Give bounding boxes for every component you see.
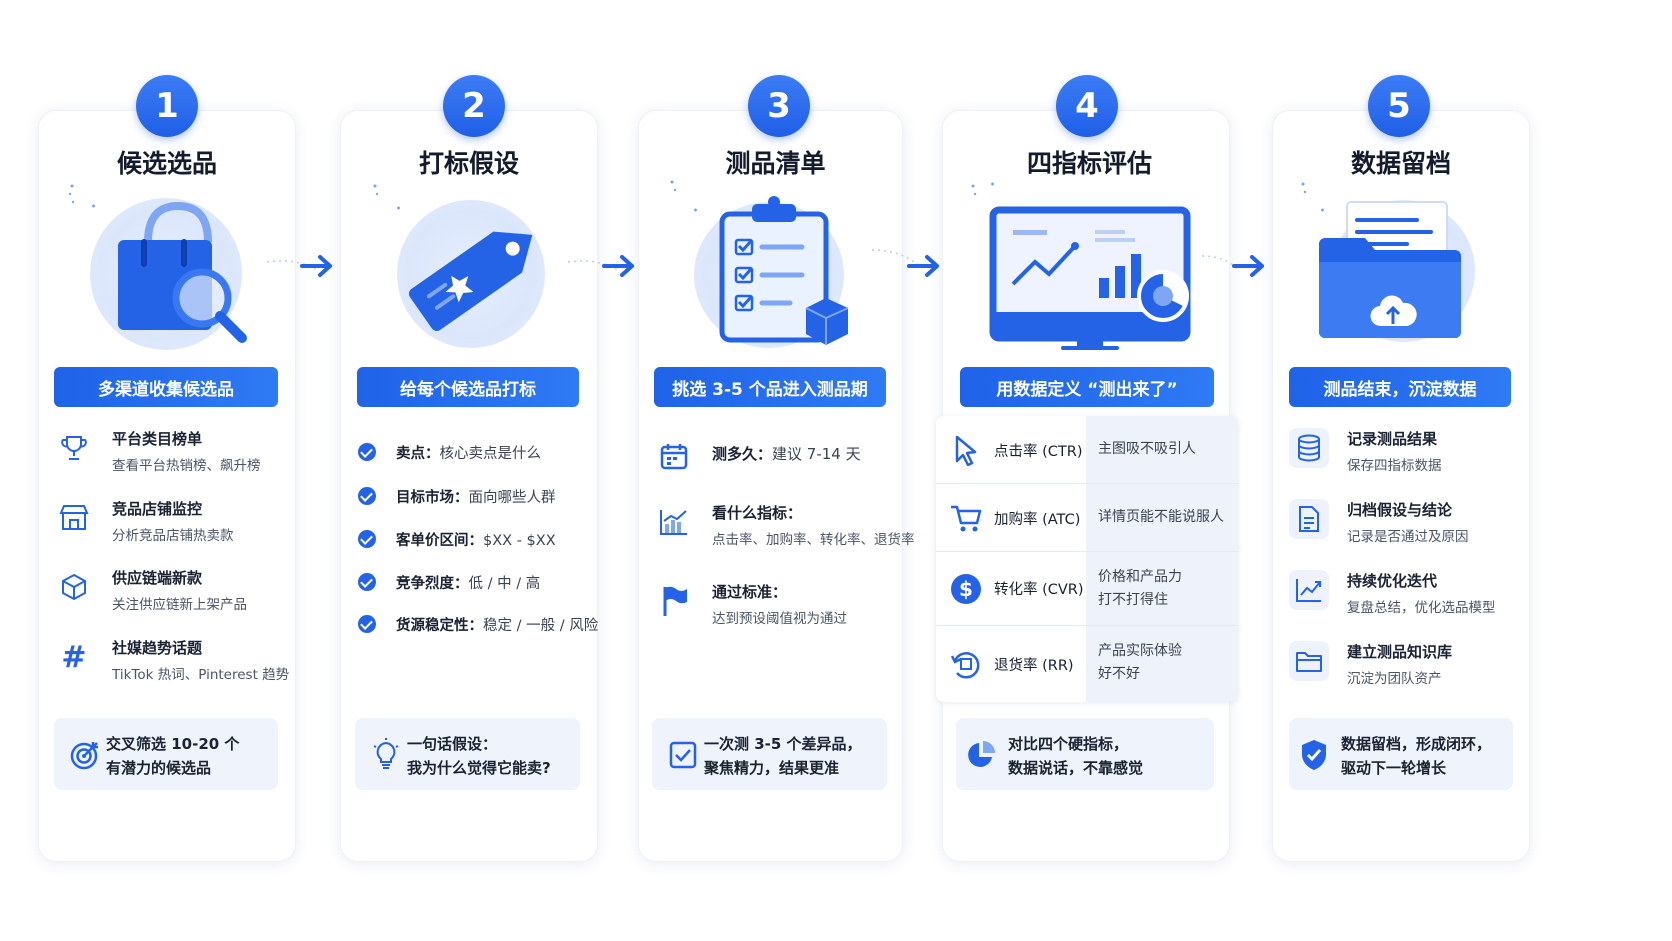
flow-arrow-2 (602, 255, 634, 277)
metrics-table: 点击率 (CTR) 主图吸不吸引人 加购率 (ATC) 详情页能不能说服人 $转… (936, 416, 1238, 702)
step-banner-1: 多渠道收集候选品 (54, 367, 278, 407)
check-circle-icon (358, 615, 376, 633)
target-icon (66, 736, 104, 774)
step-footer-2: 一句话假设：我为什么觉得它能卖? (355, 718, 580, 790)
cart-icon (946, 498, 986, 538)
document-icon (1289, 499, 1329, 539)
step-title-4: 四指标评估 (1026, 149, 1152, 178)
check-item: 客单价区间：$XX - $XX (358, 528, 598, 552)
check-circle-icon (358, 530, 376, 548)
step-title-5: 数据留档 (1350, 149, 1451, 178)
step-footer-4: 对比四个硬指标，数据说话，不靠感觉 (956, 718, 1214, 790)
step-number-badge-2: 2 (443, 75, 505, 137)
box-icon (54, 567, 94, 607)
step-number-badge-4: 4 (1056, 75, 1118, 137)
return-icon (946, 644, 986, 684)
shopping-bag-search-illustration (60, 180, 280, 350)
clipboard-checklist-illustration (660, 180, 880, 350)
step-footer-5: 数据留档，形成闭环，驱动下一轮增长 (1289, 718, 1513, 790)
pie-icon (962, 736, 1000, 774)
step-number-badge-5: 5 (1368, 75, 1430, 137)
checkbox-icon (664, 736, 702, 774)
step-footer-3: 一次测 3-5 个差异品，聚焦精力，结果更准 (652, 718, 887, 790)
check-item: 卖点：核心卖点是什么 (358, 441, 598, 465)
check-circle-icon (358, 443, 376, 461)
shield-check-icon (1295, 736, 1333, 774)
dollar-icon: $ (946, 569, 986, 609)
check-item: 目标市场：面向哪些人群 (358, 485, 598, 509)
monitor-chart-illustration (965, 180, 1205, 350)
check-item: 竞争烈度：低 / 中 / 高 (358, 571, 598, 595)
check-circle-icon (358, 573, 376, 591)
flow-arrow-4 (1232, 255, 1264, 277)
chart-icon (654, 502, 694, 542)
table-row: 加购率 (ATC) 详情页能不能说服人 (936, 484, 1238, 552)
cloud-folder-illustration (1295, 180, 1515, 350)
step-title-2: 打标假设 (418, 149, 519, 178)
price-tag-illustration (365, 180, 585, 350)
trophy-icon (54, 428, 94, 468)
test-plan-list: 测多久：建议 7-14 天 看什么指标： 点击率、加购率、转化率、退货率 通过标… (654, 436, 915, 636)
cursor-icon (946, 430, 986, 470)
check-circle-icon (358, 487, 376, 505)
table-row: 退货率 (RR) 产品实际体验好不好 (936, 626, 1238, 702)
table-row: 点击率 (CTR) 主图吸不吸引人 (936, 416, 1238, 484)
step-title-3: 测品清单 (725, 149, 826, 178)
step-title-1: 候选选品 (116, 149, 217, 178)
folder-icon (1289, 641, 1329, 681)
step-banner-2: 给每个候选品打标 (357, 367, 579, 407)
hypothesis-checklist: 卖点：核心卖点是什么 目标市场：面向哪些人群 客单价区间：$XX - $XX 竞… (358, 441, 598, 641)
step-number-badge-3: 3 (748, 75, 810, 137)
check-item: 货源稳定性：稳定 / 一般 / 风险 (358, 613, 598, 637)
channel-list: 平台类目榜单 查看平台热销榜、飙升榜 竞品店铺监控 分析竞品店铺热卖款 供应链端… (54, 428, 294, 688)
step-number-badge-1: 1 (136, 75, 198, 137)
flow-arrow-1 (300, 255, 332, 277)
archive-list: 记录测品结果 保存四指标数据 归档假设与结论 记录是否通过及原因 持续优化迭代 … (1289, 428, 1529, 688)
step-banner-4: 用数据定义 “测出来了” (960, 367, 1214, 407)
step-banner-5: 测品结束，沉淀数据 (1289, 367, 1511, 407)
store-icon (54, 498, 94, 538)
trend-icon (1289, 570, 1329, 610)
calendar-icon (654, 436, 694, 476)
hashtag-icon: # (61, 639, 87, 675)
svg-text:$: $ (959, 577, 973, 601)
database-icon (1289, 428, 1329, 468)
flag-icon (654, 581, 694, 621)
step-footer-1: 交叉筛选 10-20 个有潜力的候选品 (54, 718, 278, 790)
flow-arrow-3 (907, 255, 939, 277)
table-row: $转化率 (CVR) 价格和产品力打不打得住 (936, 552, 1238, 626)
step-banner-3: 挑选 3-5 个品进入测品期 (654, 367, 886, 407)
lightbulb-icon (367, 736, 405, 774)
